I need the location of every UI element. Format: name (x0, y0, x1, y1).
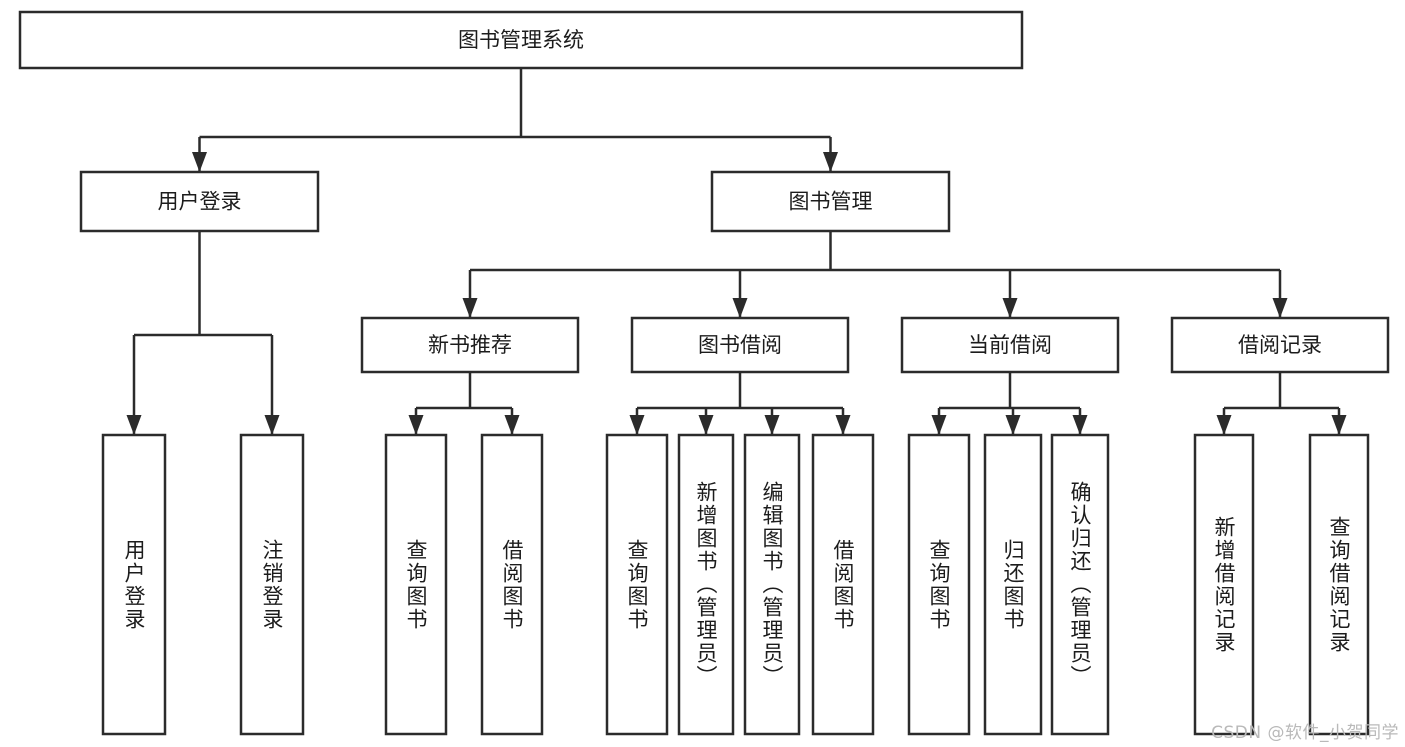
arrow-down-icon-book-management (823, 152, 838, 172)
node-box-query-book-1[interactable] (384, 433, 448, 736)
connectors-layer (126, 68, 1347, 435)
node-label-book-management: 图书管理 (789, 190, 873, 214)
arrow-down-icon-user-login-do (126, 415, 142, 435)
node-box-user-login-do[interactable] (101, 433, 167, 736)
arrow-down-icon-user-logout (264, 415, 280, 435)
node-box-book-borrow[interactable] (630, 316, 850, 374)
node-box-edit-book-admin[interactable] (743, 433, 801, 736)
node-box-borrow-book-2[interactable] (811, 433, 875, 736)
watermark-text: CSDN @软件_小贺同学 (1211, 723, 1399, 743)
node-box-query-borrow-record[interactable] (1308, 433, 1370, 736)
arrow-down-icon-query-book-3 (931, 415, 947, 435)
arrow-down-icon-edit-book-admin (764, 415, 780, 435)
arrow-down-icon-borrow-book-1 (504, 415, 520, 435)
node-box-user-login[interactable] (79, 170, 320, 233)
node-box-add-borrow-record[interactable] (1193, 433, 1255, 736)
arrow-down-icon-query-borrow-record (1331, 415, 1347, 435)
arrow-down-icon-query-book-1 (408, 415, 424, 435)
node-box-confirm-return-admin[interactable] (1050, 433, 1110, 736)
arrow-down-icon-new-book-recommend (462, 298, 478, 318)
node-label-user-login: 用户登录 (158, 190, 242, 214)
arrow-down-icon-borrow-records (1272, 298, 1288, 318)
node-box-query-book-2[interactable] (605, 433, 669, 736)
arrow-down-icon-user-login (192, 152, 207, 172)
arrow-down-icon-query-book-2 (629, 415, 645, 435)
node-box-add-book-admin[interactable] (677, 433, 735, 736)
arrow-down-icon-add-book-admin (698, 415, 714, 435)
node-label-book-borrow: 图书借阅 (698, 333, 782, 357)
arrow-down-icon-book-borrow (732, 298, 748, 318)
node-label-current-borrow: 当前借阅 (968, 333, 1052, 357)
arrow-down-icon-confirm-return-admin (1072, 415, 1088, 435)
node-box-borrow-records[interactable] (1170, 316, 1390, 374)
arrow-down-icon-current-borrow (1002, 298, 1018, 318)
arrow-down-icon-borrow-book-2 (835, 415, 851, 435)
node-box-root[interactable] (18, 10, 1024, 70)
node-box-new-book-recommend[interactable] (360, 316, 580, 374)
node-box-query-book-3[interactable] (907, 433, 971, 736)
node-label-root: 图书管理系统 (458, 28, 584, 52)
node-box-borrow-book-1[interactable] (480, 433, 544, 736)
node-box-user-logout[interactable] (239, 433, 305, 736)
arrow-down-icon-return-book (1005, 415, 1021, 435)
node-label-new-book-recommend: 新书推荐 (428, 333, 512, 357)
node-box-return-book[interactable] (983, 433, 1043, 736)
node-box-book-management[interactable] (710, 170, 951, 233)
arrow-down-icon-add-borrow-record (1216, 415, 1232, 435)
boxes-layer (18, 10, 1390, 736)
node-label-borrow-records: 借阅记录 (1238, 333, 1322, 357)
node-box-current-borrow[interactable] (900, 316, 1120, 374)
